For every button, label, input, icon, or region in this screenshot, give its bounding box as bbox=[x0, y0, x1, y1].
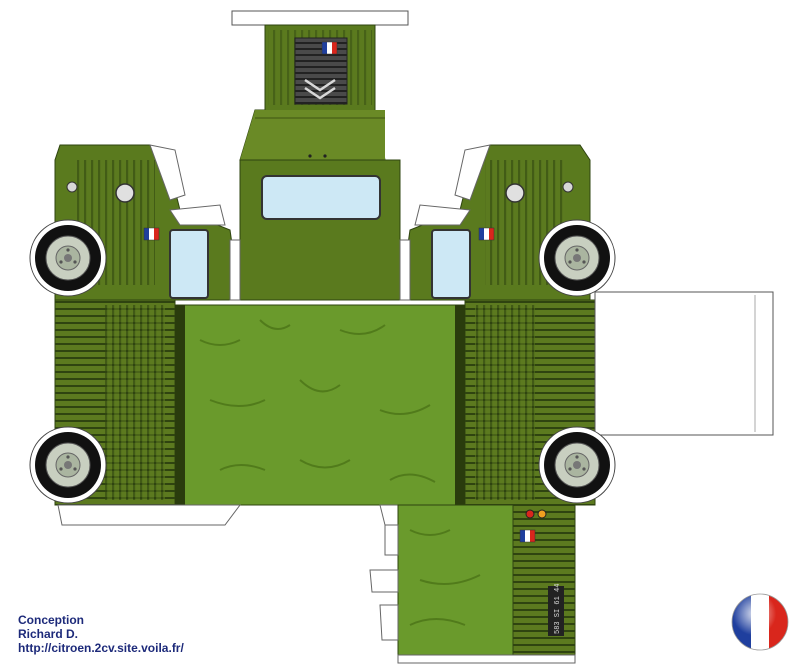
right-glue-tab bbox=[594, 291, 774, 436]
french-flag-icon bbox=[321, 41, 338, 55]
canvas-folds bbox=[199, 319, 436, 483]
credits-line-conception: Conception bbox=[18, 613, 84, 627]
headlight-icon bbox=[115, 183, 135, 203]
left-bottom-tab bbox=[57, 504, 241, 526]
wheel-icon bbox=[29, 426, 107, 504]
french-flag-ball-icon bbox=[731, 593, 789, 651]
right-wheel-arch-tab bbox=[454, 144, 491, 201]
wheel-icon bbox=[29, 219, 107, 297]
credits-line-url: http://citroen.2cv.site.voila.fr/ bbox=[18, 641, 184, 655]
top-glue-tab bbox=[231, 10, 409, 26]
citroen-chevron-logo bbox=[304, 78, 336, 100]
french-flag-icon bbox=[519, 529, 536, 543]
rear-canvas bbox=[397, 504, 514, 656]
license-plate-text: 583 SI 61 44 bbox=[554, 584, 562, 634]
headlight-icon bbox=[505, 183, 525, 203]
rear-light-icon bbox=[525, 509, 535, 519]
right-door-window bbox=[431, 229, 471, 299]
right-bottom-tab bbox=[379, 504, 401, 526]
windscreen bbox=[261, 175, 381, 220]
canvas-roof bbox=[174, 304, 466, 506]
wheel-icon bbox=[538, 426, 616, 504]
rear-light-icon bbox=[537, 509, 547, 519]
credits-block: Conception Richard D. http://citroen.2cv… bbox=[18, 613, 184, 655]
rear-panel bbox=[512, 504, 576, 656]
front-grille bbox=[294, 37, 348, 105]
rear-side-tabs bbox=[384, 524, 399, 556]
wheel-icon bbox=[538, 219, 616, 297]
license-plate bbox=[548, 586, 564, 636]
left-wheel-arch-tab bbox=[149, 144, 186, 201]
left-door-window bbox=[169, 229, 209, 299]
french-flag-icon bbox=[143, 227, 160, 241]
windscreen-frame bbox=[240, 110, 385, 160]
french-flag-icon bbox=[478, 227, 495, 241]
credits-line-author: Richard D. bbox=[18, 627, 79, 641]
